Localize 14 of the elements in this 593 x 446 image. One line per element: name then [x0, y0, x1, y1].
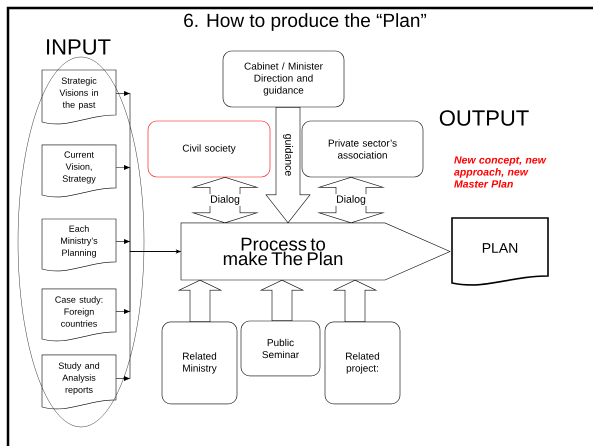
- rounded-box: Cabinet / Minister Direction and guidance: [222, 50, 344, 108]
- output-heading: OUTPUT: [440, 110, 529, 126]
- rounded-box: Related project:: [324, 322, 400, 404]
- edge-label: Dialog: [336, 195, 366, 205]
- block-arrow: [191, 176, 259, 224]
- title: 6. How to produce the “Plan”: [184, 13, 426, 31]
- block-arrow: [317, 176, 385, 224]
- rounded-box: Public Seminar: [240, 320, 320, 376]
- output-note: New concept, new approach, new Master Plan: [454, 156, 546, 188]
- rounded-box: Civil society: [148, 120, 270, 178]
- rounded-box: Related Ministry: [162, 322, 238, 404]
- edge-label: Dialog: [210, 195, 240, 205]
- rounded-box: Private sector’s association: [302, 120, 424, 178]
- edge-label: guidance: [283, 134, 293, 176]
